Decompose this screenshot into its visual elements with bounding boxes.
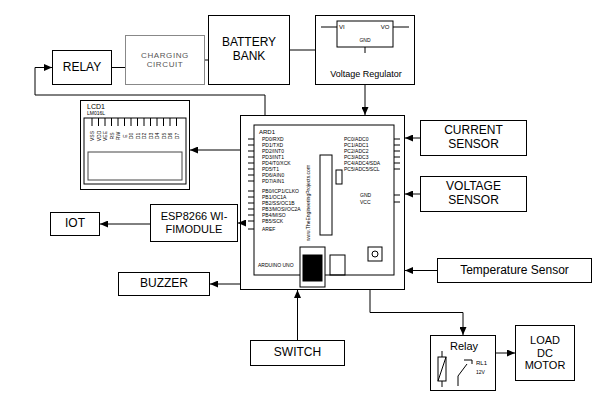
arduino-board: [248, 125, 400, 287]
pin-label: RS: [109, 133, 114, 140]
node-label: Voltage Regulator: [330, 70, 402, 79]
regulator-symbol: [321, 21, 409, 53]
node-label: ESP8266 WI-FIMODULE: [156, 210, 232, 235]
pin-label: D7: [174, 133, 179, 139]
pin-label: PB2/SS/OC1B: [262, 201, 295, 206]
connector: [405, 194, 420, 195]
pin-label: VI: [339, 24, 345, 30]
pin-label: PC1/ADC1: [344, 143, 368, 148]
pin-label: PC0/ADC0: [344, 137, 368, 142]
node-label: CHARGING CIRCUIT: [133, 51, 197, 69]
sensor-box: CURRENT SENSOR: [420, 120, 527, 156]
pin-label: D2: [142, 133, 147, 139]
pin-label: D1: [135, 133, 140, 139]
pin-label: PC2/ADC2: [344, 149, 368, 154]
pin-label: AREF: [262, 227, 275, 232]
pin-label: PC5/ADC5/SCL: [344, 167, 380, 172]
node-label: Temperature Sensor: [460, 264, 569, 278]
pin-label: PC4/ADC4/SDA: [344, 161, 380, 166]
connector: [190, 150, 240, 151]
pin-label: PD6/AIN0: [262, 173, 284, 178]
pin-label: GND: [360, 193, 371, 198]
relay-symbol: [438, 351, 472, 387]
board-name: ARDUINO UNO: [258, 263, 294, 268]
node-label: SWITCH: [274, 346, 321, 360]
sensor-box: Temperature Sensor: [437, 258, 592, 283]
node-label: ARD1: [259, 129, 275, 135]
motor-load-box: LOAD DC MOTOR: [515, 325, 575, 381]
node-label: IOT: [65, 217, 85, 231]
connector: [405, 270, 437, 271]
pin-label: PD1/TXD: [262, 143, 283, 148]
pin-label: D6: [168, 133, 173, 139]
watermark-text: www.TheEngineeringProjects.com: [306, 165, 311, 241]
connector: [210, 284, 240, 285]
pin-label: VDD: [96, 131, 101, 142]
battery-bank-box: BATTERY BANK: [208, 15, 290, 85]
node-label: Relay: [450, 341, 478, 352]
pin-label: VCC: [360, 200, 371, 205]
lcd-symbol: [84, 118, 186, 184]
pin-label: PB1/OC1A: [262, 195, 286, 200]
pin-label: VSS: [90, 131, 95, 141]
connector: [496, 353, 515, 354]
pin-label: PD3/INT1: [262, 155, 284, 160]
connector: [35, 68, 265, 116]
pin-label: PC3/ADC3: [344, 155, 368, 160]
pin-label: PD4/T0/XCK: [262, 161, 291, 166]
pin-label: RL1: [476, 360, 487, 366]
pin-label: PD2/INT0: [262, 149, 284, 154]
pin-label: RW: [116, 132, 121, 140]
charging-circuit-box: CHARGING CIRCUIT: [125, 35, 205, 85]
sensor-box: VOLTAGE SENSOR: [420, 176, 527, 212]
pin-label: GND: [359, 38, 370, 43]
iot-box: IOT: [50, 212, 100, 236]
node-label: LCD1: [87, 103, 105, 110]
lcd-box: LCD1LM016L: [80, 100, 190, 190]
pin-label: D0: [129, 133, 134, 139]
node-label: CURRENT SENSOR: [421, 124, 526, 152]
connector: [290, 50, 315, 51]
connector: [100, 224, 150, 225]
pin-label: 12V: [476, 370, 485, 375]
switch-box: SWITCH: [250, 340, 345, 366]
node-label: BATTERY BANK: [217, 36, 281, 64]
connector: [405, 138, 420, 139]
pin-label: PB4/MISO: [262, 213, 286, 218]
wifi-module-box: ESP8266 WI-FIMODULE: [150, 204, 238, 242]
pin-label: D5: [161, 133, 166, 139]
pin-label: PB5/SCK: [262, 219, 283, 224]
pin-label: VO: [381, 24, 390, 30]
relay-box: RELAY: [52, 50, 112, 85]
node-label: RELAY: [63, 61, 101, 75]
pin-label: PD7/AIN1: [262, 179, 284, 184]
connector: [297, 290, 298, 340]
buzzer-box: BUZZER: [118, 272, 210, 296]
pin-label: E: [122, 134, 127, 137]
pin-label: D3: [148, 133, 153, 139]
connector: [112, 67, 125, 68]
pin-label: VEE: [103, 131, 108, 141]
pin-label: PD0/RXD: [262, 137, 284, 142]
pin-label: PB0/ICP1/CLKO: [262, 189, 299, 194]
pin-label: PD5/T1: [262, 167, 279, 172]
node-label: BUZZER: [140, 277, 188, 291]
node-label: VOLTAGE SENSOR: [421, 180, 526, 208]
node-sublabel: LM016L: [87, 111, 105, 116]
pin-label: PB3/MOSI/OC2A: [262, 207, 301, 212]
connector: [370, 290, 463, 335]
node-label: LOAD DC MOTOR: [523, 334, 567, 372]
pin-label: D4: [155, 133, 160, 139]
connector: [365, 85, 366, 115]
voltage-regulator-box: Voltage Regulator: [315, 15, 415, 85]
